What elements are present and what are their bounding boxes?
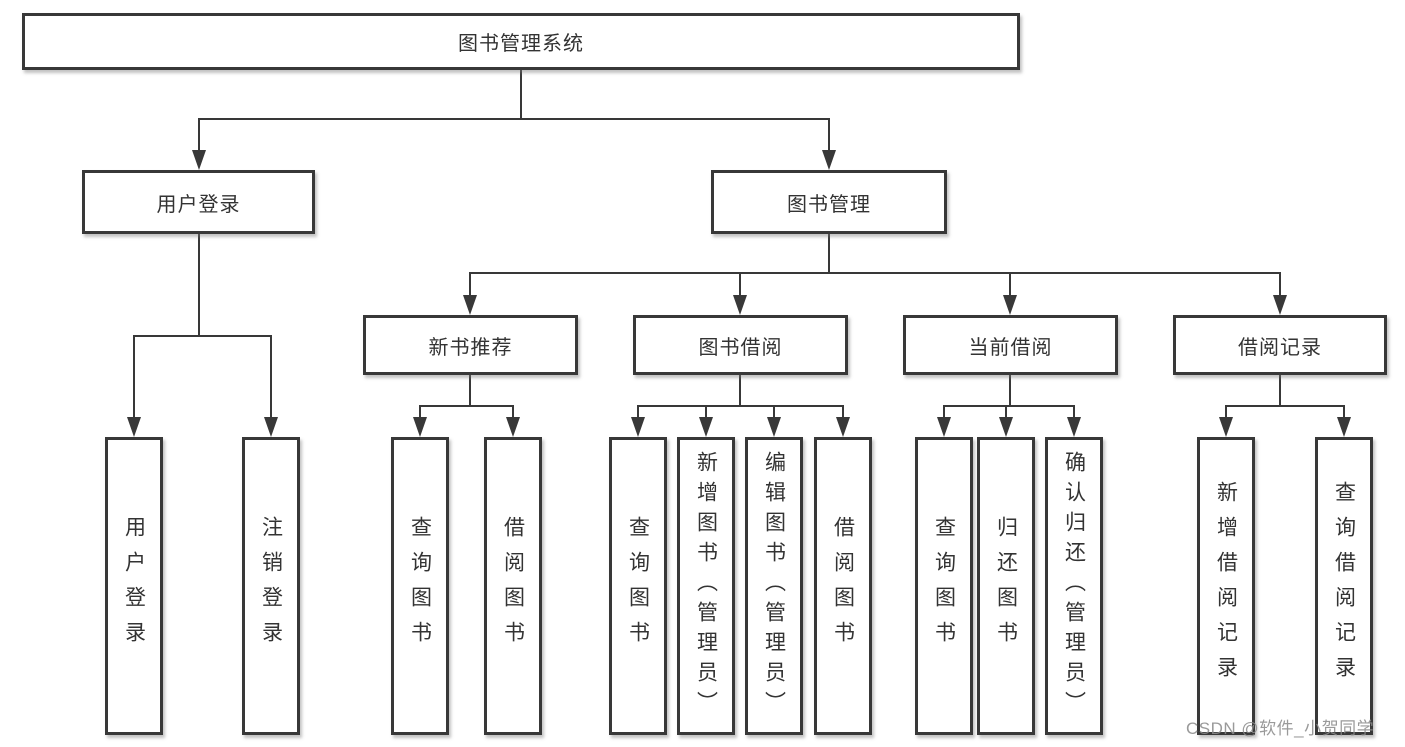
node-label: 新增借阅记录 xyxy=(1214,481,1238,691)
connector-stem xyxy=(943,405,945,417)
connector-current-bus xyxy=(943,405,1075,407)
arrow-down-icon xyxy=(631,417,645,437)
connector-stem xyxy=(133,335,135,417)
arrow-down-icon xyxy=(767,417,781,437)
node-leaf-borrow-book: 借阅图书 xyxy=(814,437,872,735)
arrow-down-icon xyxy=(1337,417,1351,437)
node-label: 注销登录 xyxy=(259,516,283,656)
connector-stem xyxy=(705,405,707,417)
node-label: 图书借阅 xyxy=(698,336,783,359)
arrow-down-icon xyxy=(937,417,951,437)
arrow-down-icon xyxy=(836,417,850,437)
connector-mgmt-bus xyxy=(469,272,1281,274)
connector-mgmt-stem xyxy=(828,234,830,272)
connector-record-stem xyxy=(1279,373,1281,405)
node-leaf-current-query-book: 查询图书 xyxy=(915,437,973,735)
connector-root-stem xyxy=(520,70,522,118)
connector-rec-stem xyxy=(469,373,471,405)
connector-current-stem xyxy=(1009,373,1011,405)
node-label: 归还图书 xyxy=(994,516,1018,656)
node-leaf-edit-book-admin: 编辑图书（管理员） xyxy=(745,437,803,735)
node-label: 查询图书 xyxy=(932,516,956,656)
watermark: CSDN @软件_小贺同学 xyxy=(1186,719,1375,738)
node-leaf-rec-borrow-book: 借阅图书 xyxy=(484,437,542,735)
connector-stem xyxy=(1343,405,1345,417)
connector-stem xyxy=(773,405,775,417)
node-new-book-recommend: 新书推荐 xyxy=(363,315,578,375)
arrow-down-icon xyxy=(1219,417,1233,437)
connector-stem xyxy=(1073,405,1075,417)
node-book-management: 图书管理 xyxy=(711,170,947,234)
connector-stem xyxy=(419,405,421,417)
node-system-root: 图书管理系统 xyxy=(22,13,1020,70)
node-book-borrowing: 图书借阅 xyxy=(633,315,848,375)
node-leaf-return-book: 归还图书 xyxy=(977,437,1035,735)
arrow-down-icon xyxy=(1003,295,1017,315)
connector-stem xyxy=(1225,405,1227,417)
connector-login-bus xyxy=(133,335,272,337)
connector-borrow-stem xyxy=(739,373,741,405)
connector-stem xyxy=(270,335,272,417)
arrow-down-icon xyxy=(127,417,141,437)
connector-stem xyxy=(469,272,471,295)
arrow-down-icon xyxy=(264,417,278,437)
node-leaf-confirm-return-admin: 确认归还（管理员） xyxy=(1045,437,1103,735)
connector-root-bus xyxy=(198,118,830,120)
arrow-down-icon xyxy=(699,417,713,437)
connector-stem xyxy=(842,405,844,417)
node-label: 查询借阅记录 xyxy=(1332,481,1356,691)
connector-stem xyxy=(1279,272,1281,295)
arrow-down-icon xyxy=(1067,417,1081,437)
node-label: 图书管理系统 xyxy=(458,33,584,55)
connector-stem xyxy=(739,272,741,295)
arrow-down-icon xyxy=(413,417,427,437)
connector-stem xyxy=(828,118,830,152)
connector-stem xyxy=(637,405,639,417)
connector-stem xyxy=(1009,272,1011,295)
connector-stem xyxy=(1005,405,1007,417)
node-borrow-records: 借阅记录 xyxy=(1173,315,1387,375)
arrow-down-icon xyxy=(506,417,520,437)
node-label: 确认归还（管理员） xyxy=(1062,451,1086,721)
node-label: 编辑图书（管理员） xyxy=(762,451,786,721)
arrow-down-icon xyxy=(822,150,836,170)
node-leaf-query-borrow-record: 查询借阅记录 xyxy=(1315,437,1373,735)
node-label: 借阅图书 xyxy=(501,516,525,656)
node-label: 图书管理 xyxy=(787,193,871,216)
node-label: 用户登录 xyxy=(122,516,146,656)
node-label: 新书推荐 xyxy=(428,336,513,359)
connector-borrow-bus xyxy=(637,405,844,407)
node-label: 查询图书 xyxy=(626,516,650,656)
node-label: 查询图书 xyxy=(408,516,432,656)
node-label: 用户登录 xyxy=(156,193,241,216)
connector-login-stem xyxy=(198,234,200,335)
node-label: 借阅记录 xyxy=(1238,336,1322,359)
arrow-down-icon xyxy=(192,150,206,170)
node-leaf-rec-query-book: 查询图书 xyxy=(391,437,449,735)
connector-rec-bus xyxy=(419,405,514,407)
arrow-down-icon xyxy=(1273,295,1287,315)
node-leaf-borrow-query-book: 查询图书 xyxy=(609,437,667,735)
connector-stem xyxy=(512,405,514,417)
node-leaf-logout: 注销登录 xyxy=(242,437,300,735)
node-label: 借阅图书 xyxy=(831,516,855,656)
node-leaf-add-borrow-record: 新增借阅记录 xyxy=(1197,437,1255,735)
arrow-down-icon xyxy=(733,295,747,315)
node-label: 当前借阅 xyxy=(968,336,1053,359)
node-leaf-add-book-admin: 新增图书（管理员） xyxy=(677,437,735,735)
arrow-down-icon xyxy=(463,295,477,315)
node-leaf-user-login: 用户登录 xyxy=(105,437,163,735)
node-current-borrowing: 当前借阅 xyxy=(903,315,1118,375)
node-label: 新增图书（管理员） xyxy=(694,451,718,721)
connector-stem xyxy=(198,118,200,152)
arrow-down-icon xyxy=(999,417,1013,437)
node-user-login: 用户登录 xyxy=(82,170,315,234)
connector-record-bus xyxy=(1225,405,1345,407)
